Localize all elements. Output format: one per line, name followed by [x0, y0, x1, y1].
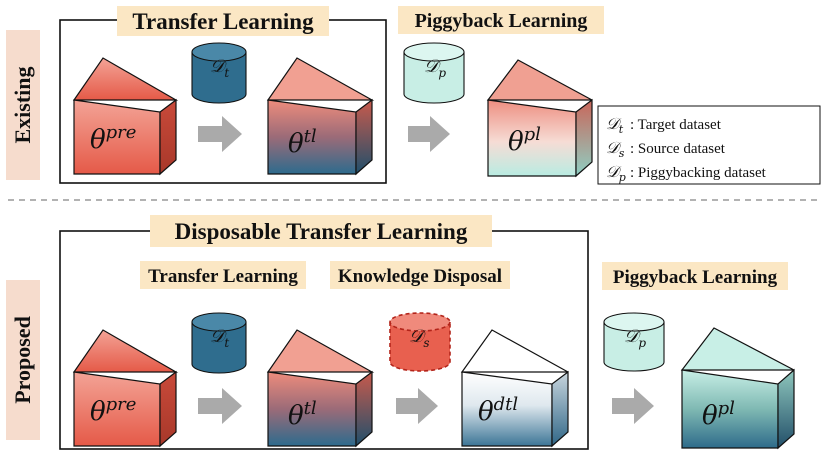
step1-bg	[140, 261, 306, 289]
existing-piggyback-title: Piggyback Learning	[415, 10, 588, 32]
arrow-existing-1	[198, 116, 242, 152]
dataset-ds-proposed	[389, 312, 451, 372]
model-pre-existing	[72, 57, 179, 176]
proposed-dtl-title: Disposable Transfer Learning	[175, 219, 468, 244]
existing-transfer-title: Transfer Learning	[132, 9, 314, 34]
dataset-ds-proposed-label: 𝒟s	[409, 326, 430, 350]
existing-piggyback-title-bg	[398, 6, 604, 34]
existing-row-label: Existing	[10, 66, 35, 143]
arrow-proposed-3	[612, 388, 654, 424]
existing-label-bg	[6, 30, 40, 180]
dataset-dt-proposed	[191, 312, 247, 374]
model-dtl-proposed	[460, 329, 569, 448]
theta-tl-existing: θtl	[288, 126, 317, 159]
theta-tl-proposed: θtl	[288, 398, 317, 431]
proposed-label-bg	[6, 280, 40, 440]
existing-transfer-title-bg	[117, 6, 329, 36]
step1-label: Transfer Learning	[148, 266, 298, 287]
dataset-dp-existing-label: 𝒟p	[424, 56, 446, 80]
dataset-dp-proposed-label: 𝒟p	[624, 326, 646, 350]
model-pl-existing	[486, 59, 593, 178]
arrow-proposed-2	[396, 388, 438, 424]
dataset-dp-proposed	[603, 312, 665, 372]
arrow-existing-2	[408, 116, 450, 152]
theta-pl-existing: θpl	[508, 124, 541, 157]
step2-label: Knowledge Disposal	[338, 266, 502, 287]
theta-dtl-proposed: θdtl	[478, 394, 518, 427]
theta-pre-proposed: θpre	[90, 394, 136, 427]
proposed-row-label: Proposed	[10, 316, 35, 404]
theta-pre-sup: pre	[106, 122, 137, 143]
legend-dt-symbol: 𝒟t	[606, 114, 624, 136]
legend-target: : Target dataset	[630, 117, 722, 133]
model-pl-proposed	[680, 327, 795, 450]
model-tl-proposed	[266, 329, 375, 448]
legend-piggy: : Piggybacking dataset	[630, 165, 767, 181]
theta-pl-proposed: θpl	[702, 398, 735, 431]
arrow-proposed-1	[198, 388, 242, 424]
step3-label: Piggyback Learning	[613, 267, 778, 288]
model-tl-existing	[266, 57, 375, 176]
legend-dp-symbol: 𝒟p	[606, 162, 626, 184]
dataset-dt-proposed-label: 𝒟t	[210, 326, 229, 350]
model-pre-proposed	[72, 329, 179, 448]
proposed-dtl-title-bg	[150, 215, 492, 247]
dataset-dt-existing	[191, 42, 247, 104]
dataset-dp-existing	[403, 42, 465, 104]
legend-source: : Source dataset	[630, 141, 726, 157]
dataset-dt-existing-label: 𝒟t	[210, 56, 229, 80]
step3-bg	[602, 262, 788, 290]
step2-bg	[330, 261, 510, 289]
legend-ds-symbol: 𝒟s	[606, 138, 625, 160]
legend-box	[597, 105, 821, 185]
theta-pre-existing: θpre	[90, 122, 136, 155]
theta-symbol: θ	[90, 125, 106, 155]
